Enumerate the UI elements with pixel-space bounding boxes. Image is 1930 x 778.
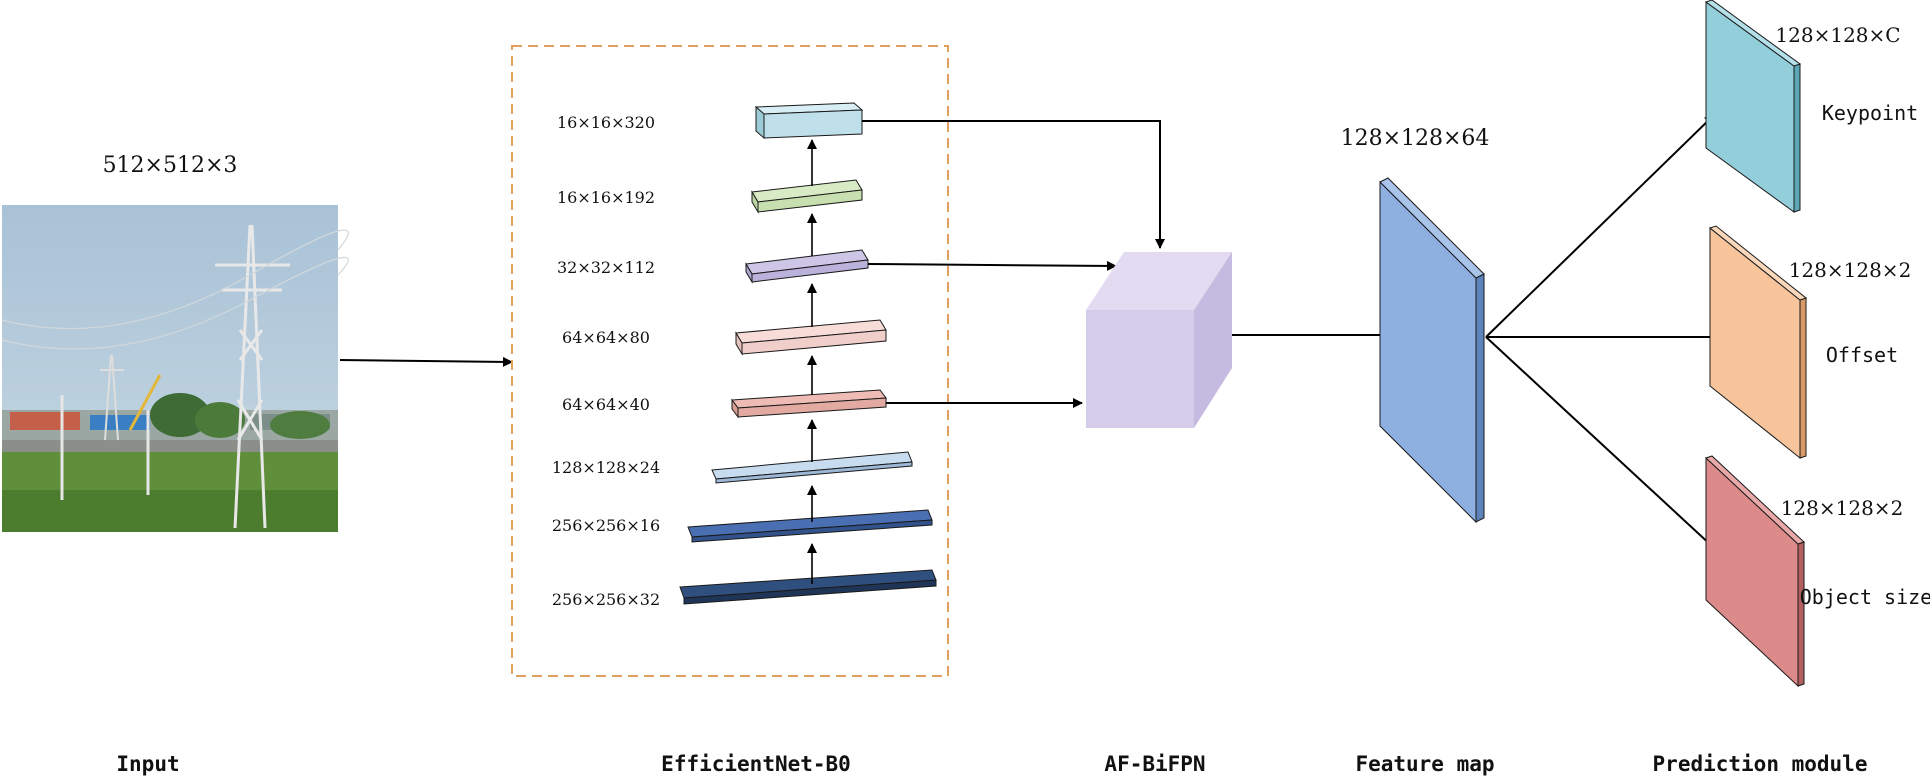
layer-label-8: 256×256×32 (552, 590, 660, 609)
branch-arrow-keypoint (1485, 114, 1715, 338)
offset-label: Offset (1826, 343, 1898, 367)
layer-label-2: 16×16×192 (557, 188, 655, 207)
offset-dims-label: 128×128×2 (1789, 258, 1912, 282)
layer-label-3: 32×32×112 (557, 258, 655, 277)
keypoint-dims-label: 128×128×C (1775, 23, 1900, 47)
layer-block-4 (735, 319, 887, 356)
input-to-backbone-arrow (339, 356, 513, 367)
keypoint-slab (1704, 0, 1802, 213)
skip-arrow-112 (867, 260, 1117, 271)
layer-block-8 (679, 569, 937, 605)
layer-label-4: 64×64×80 (562, 328, 650, 347)
layer-block-3 (745, 249, 869, 284)
object-size-slab (1705, 455, 1805, 688)
layer-label-1: 16×16×320 (557, 113, 655, 132)
object-size-dims-label: 128×128×2 (1781, 496, 1904, 520)
object-size-label: Object size (1800, 585, 1930, 609)
layer-block-6 (711, 451, 913, 484)
layer-block-7 (687, 509, 933, 543)
layer-label-7: 256×256×16 (552, 516, 660, 535)
bottom-label-input: Input (116, 752, 179, 776)
layer-block-2 (751, 179, 863, 214)
bifpn-cube (1086, 252, 1232, 428)
offset-slab (1708, 225, 1808, 460)
layer-block-1 (754, 102, 864, 140)
bottom-label-feature-map: Feature map (1355, 752, 1494, 776)
layer-block-5 (731, 389, 887, 419)
bottom-label-neck: AF-BiFPN (1104, 752, 1205, 776)
bottom-label-backbone: EfficientNet-B0 (661, 752, 851, 776)
feature-map-slab (1379, 177, 1485, 524)
backbone-dashed-box (511, 45, 949, 677)
layer-label-6: 128×128×24 (552, 458, 660, 477)
layer-label-5: 64×64×40 (562, 395, 650, 414)
input-dims-label: 512×512×3 (103, 153, 238, 178)
featuremap-dims-label: 128×128×64 (1341, 126, 1490, 151)
bottom-label-prediction: Prediction module (1653, 752, 1868, 776)
skip-arrow-320 (862, 120, 1165, 249)
branch-arrow-object-size (1485, 336, 1741, 573)
keypoint-label: Keypoint (1822, 101, 1918, 125)
input-photo (1, 205, 349, 532)
